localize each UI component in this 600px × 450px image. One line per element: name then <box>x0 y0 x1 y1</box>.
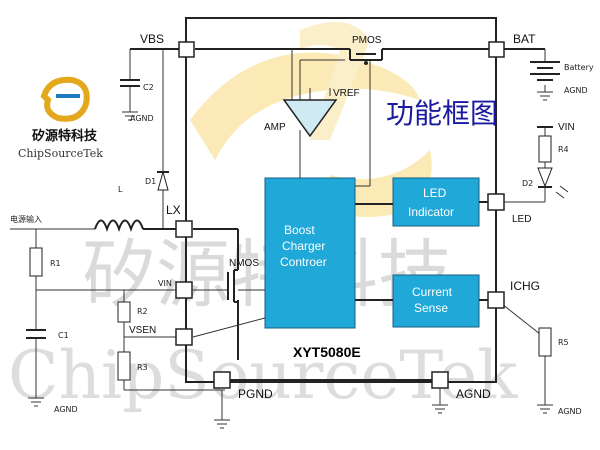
diode-d1 <box>157 170 169 191</box>
r2-label: R2 <box>137 307 148 316</box>
r4-label: R4 <box>558 145 569 154</box>
led-block-line2: Indicator <box>408 205 454 219</box>
resistor-r5 <box>538 327 552 357</box>
pin-agnd <box>431 371 449 389</box>
resistor-r2 <box>117 301 131 323</box>
pin-lx <box>175 220 193 238</box>
diagram-title: 功能框图 <box>386 97 498 130</box>
pin-vsen-label: VSEN <box>129 325 156 336</box>
pin-lx-label: LX <box>166 203 181 217</box>
brand-name-cn: 矽源特科技 <box>32 128 98 144</box>
pin-ichg <box>487 291 505 309</box>
boost-label-line2: Charger <box>282 239 325 253</box>
pin-led-label: LED <box>512 214 531 225</box>
battery-label: Battery <box>564 63 594 72</box>
current-block-line2: Sense <box>414 301 448 315</box>
led-block-line1: LED <box>423 186 447 200</box>
pin-ichg-label: ICHG <box>510 279 540 293</box>
pin-vbs <box>178 41 195 58</box>
capacitor-c1 <box>26 329 46 407</box>
resistor-r1 <box>29 247 43 277</box>
current-block-line1: Current <box>412 285 453 299</box>
nmos-transistor <box>227 269 238 303</box>
agnd-ground-symbol <box>432 404 448 414</box>
pin-vin <box>175 281 193 299</box>
c1-agnd-label: AGND <box>54 405 78 414</box>
logo-mark-icon <box>40 76 90 122</box>
r5-ground-symbol <box>537 404 553 414</box>
internal-wiring <box>192 48 492 381</box>
vref-label: VREF <box>333 88 360 99</box>
r3-label: R3 <box>137 363 148 372</box>
boost-label-line1: Boost <box>284 223 315 237</box>
c1-label: C1 <box>58 331 69 340</box>
capacitor-c2 <box>120 49 140 121</box>
led-emission-arrow-icon <box>555 191 565 199</box>
c2-agnd-label: AGND <box>130 114 154 123</box>
nmos-label: NMOS <box>229 258 259 269</box>
external-wiring <box>10 48 546 420</box>
boost-charger-block <box>264 177 356 329</box>
pin-vsen <box>175 328 193 346</box>
pin-bat <box>488 41 505 58</box>
pmos-label: PMOS <box>352 35 382 46</box>
resistor-r4 <box>538 135 552 163</box>
led-indicator-block <box>392 177 480 227</box>
amp-triangle <box>282 99 338 138</box>
r5-label: R5 <box>558 338 569 347</box>
r1-label: R1 <box>50 259 61 268</box>
battery-symbol <box>530 61 560 101</box>
pin-bat-label: BAT <box>513 32 536 46</box>
brand-name-en: ChipSourceTek <box>18 147 103 160</box>
l-label: L <box>118 185 123 194</box>
pin-vbs-label: VBS <box>140 32 164 46</box>
c2-label: C2 <box>143 83 154 92</box>
amp-label: AMP <box>264 122 286 133</box>
r5-agnd-label: AGND <box>558 407 582 416</box>
d2-label: D2 <box>522 179 533 188</box>
pin-led <box>487 193 505 211</box>
brand-logo: 矽源特科技 ChipSourceTek <box>18 76 103 160</box>
led-d2 <box>537 167 553 188</box>
pin-pgnd <box>213 371 231 389</box>
boost-label-line3: Controer <box>280 255 327 269</box>
power-input-label: 电源输入 <box>10 214 42 224</box>
pmos-transistor <box>349 49 383 65</box>
vin-ext-label: VIN <box>558 122 575 133</box>
part-number: XYT5080E <box>293 344 361 360</box>
d1-label: D1 <box>145 177 156 186</box>
resistor-r3 <box>117 351 131 381</box>
pin-vin-label: VIN <box>158 279 172 288</box>
battery-agnd-label: AGND <box>564 86 588 95</box>
pin-pgnd-label: PGND <box>238 387 273 401</box>
pin-agnd-label: AGND <box>456 387 491 401</box>
pgnd-ground-symbol <box>214 419 230 429</box>
inductor-l <box>94 219 144 233</box>
